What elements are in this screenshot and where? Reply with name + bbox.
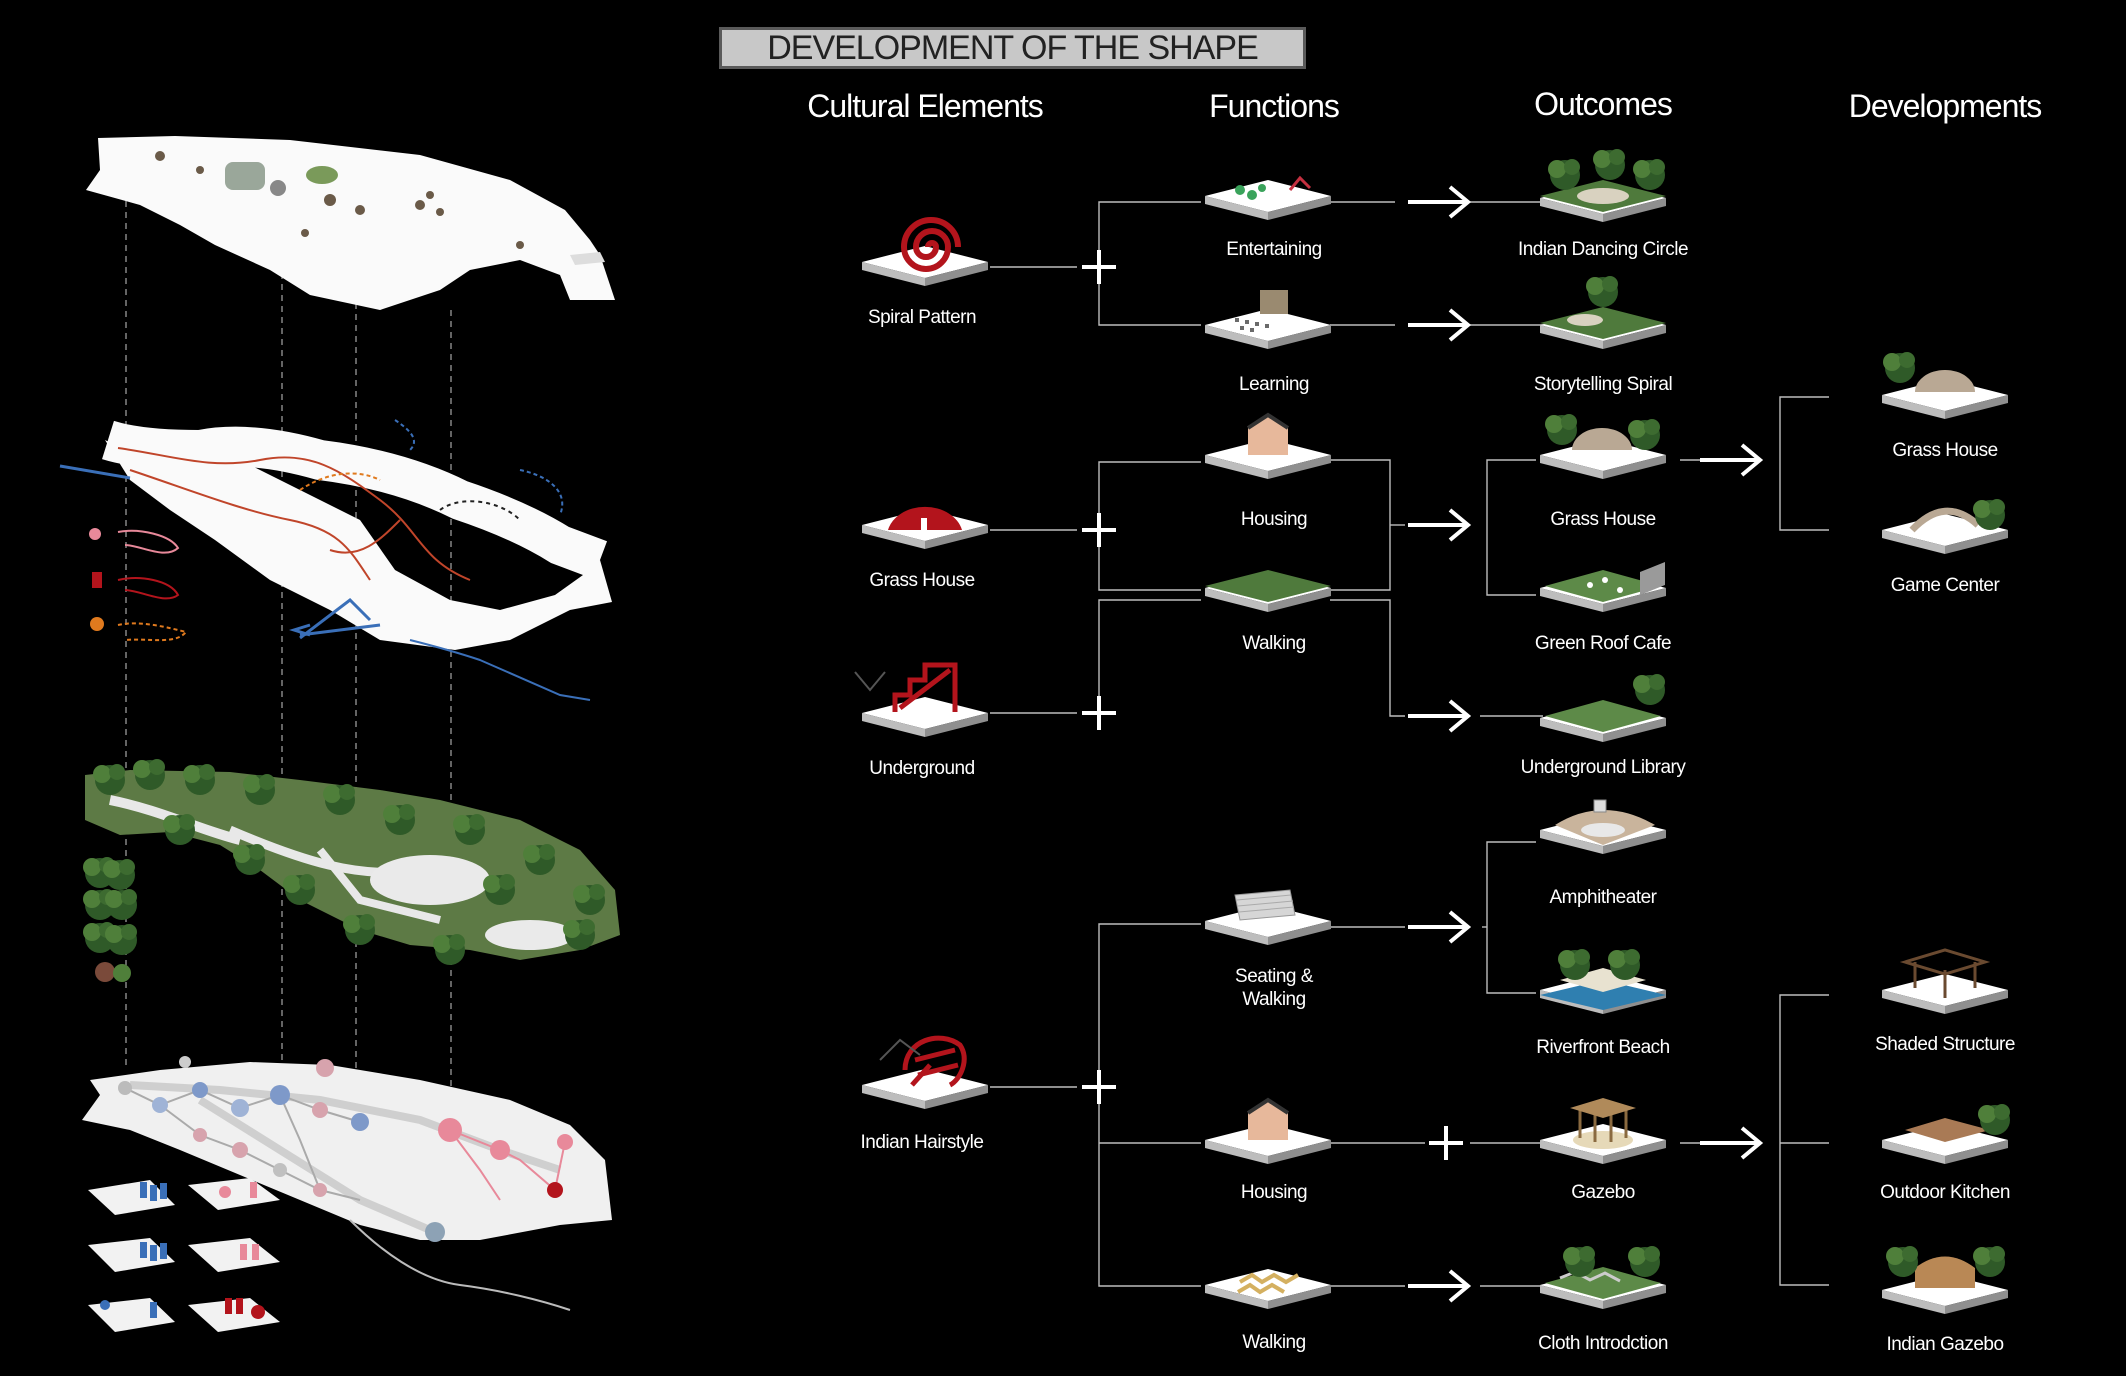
function-label: Walking: [1242, 989, 1305, 1010]
layer-circulation: [60, 420, 612, 700]
development-outdoor-kitchen: Outdoor Kitchen: [1880, 1104, 2010, 1203]
connector-lines: [990, 202, 1829, 1286]
plus-icon: [1082, 1070, 1116, 1104]
arrow-right-icon: [1408, 912, 1468, 942]
cultural-spiral-pattern: Spiral Pattern: [862, 220, 988, 328]
function-label: Walking: [1242, 1332, 1305, 1353]
plus-icon: [1082, 250, 1116, 284]
arrow-right-icon: [1700, 445, 1760, 475]
outcome-cloth: Cloth Introdction: [1538, 1246, 1668, 1354]
outcome-label: Underground Library: [1521, 757, 1687, 778]
plus-icon: [1082, 696, 1116, 730]
arrow-right-icon: [1408, 701, 1468, 731]
exploded-axonometric: [60, 136, 620, 1332]
cultural-underground: Underground: [855, 665, 988, 779]
function-housing-1: Housing: [1205, 415, 1331, 530]
layer-base-site: [86, 136, 615, 310]
arrow-right-icon: [1408, 310, 1468, 340]
development-label: Indian Gazebo: [1886, 1334, 2003, 1355]
outcome-label: Green Roof Cafe: [1535, 633, 1671, 654]
outcome-label: Gazebo: [1571, 1182, 1635, 1203]
cultural-label: Indian Hairstyle: [861, 1132, 984, 1153]
development-shaded-structure: Shaded Structure: [1875, 950, 2015, 1055]
development-grass-house: Grass House: [1882, 352, 2008, 461]
circulation-legend: [89, 528, 186, 640]
development-label: Game Center: [1891, 575, 2001, 596]
outcome-label: Cloth Introdction: [1538, 1333, 1668, 1354]
arrow-right-icon: [1408, 1271, 1468, 1301]
outcome-green-roof: Green Roof Cafe: [1535, 562, 1671, 654]
outcome-gazebo: Gazebo: [1540, 1098, 1666, 1203]
function-label: Walking: [1242, 633, 1305, 654]
plus-icon: [1429, 1126, 1463, 1160]
function-walking-1: Walking: [1205, 570, 1331, 654]
outcome-storytelling: Storytelling Spiral: [1534, 276, 1672, 395]
outcome-label: Indian Dancing Circle: [1518, 239, 1688, 260]
outcome-label: Grass House: [1550, 509, 1655, 530]
vegetation-legend: [83, 857, 137, 982]
arrow-right-icon: [1408, 510, 1468, 540]
outcome-library: Underground Library: [1521, 674, 1687, 778]
guide-lines: [126, 190, 451, 1130]
outcome-grass-house: Grass House: [1540, 414, 1666, 530]
node-legend: [88, 1178, 280, 1332]
function-seating-walking: Seating & Walking: [1205, 890, 1331, 1010]
layer-vegetation: [83, 759, 620, 982]
function-housing-2: Housing: [1205, 1100, 1331, 1203]
development-label: Outdoor Kitchen: [1880, 1182, 2010, 1203]
function-entertaining: Entertaining: [1205, 178, 1331, 260]
layer-nodes: [82, 1056, 612, 1332]
cultural-label: Spiral Pattern: [868, 307, 976, 328]
cultural-label: Grass House: [869, 570, 974, 591]
development-label: Shaded Structure: [1875, 1034, 2015, 1055]
cultural-grass-house: Grass House: [862, 507, 988, 591]
arrow-right-icon: [1700, 1128, 1760, 1158]
outcome-label: Amphitheater: [1549, 887, 1657, 908]
outcome-riverfront-beach: Riverfront Beach: [1536, 949, 1670, 1058]
development-indian-gazebo: Indian Gazebo: [1882, 1246, 2008, 1355]
function-label: Learning: [1239, 374, 1309, 395]
development-game-center: Game Center: [1882, 499, 2008, 596]
function-learning: Learning: [1205, 290, 1331, 395]
cultural-indian-hairstyle: Indian Hairstyle: [861, 1038, 988, 1153]
function-label: Housing: [1241, 1182, 1307, 1203]
cultural-label: Underground: [869, 758, 974, 779]
plus-icon: [1082, 513, 1116, 547]
function-label: Entertaining: [1226, 239, 1321, 260]
function-walking-2: Walking: [1205, 1269, 1331, 1353]
arrow-right-icon: [1408, 187, 1468, 217]
development-label: Grass House: [1892, 440, 1997, 461]
function-label: Housing: [1241, 509, 1307, 530]
outcome-label: Riverfront Beach: [1536, 1037, 1670, 1058]
function-label: Seating &: [1235, 966, 1314, 987]
outcome-amphitheater: Amphitheater: [1540, 800, 1666, 908]
outcome-label: Storytelling Spiral: [1534, 374, 1672, 395]
outcome-dancing-circle: Indian Dancing Circle: [1518, 149, 1688, 260]
